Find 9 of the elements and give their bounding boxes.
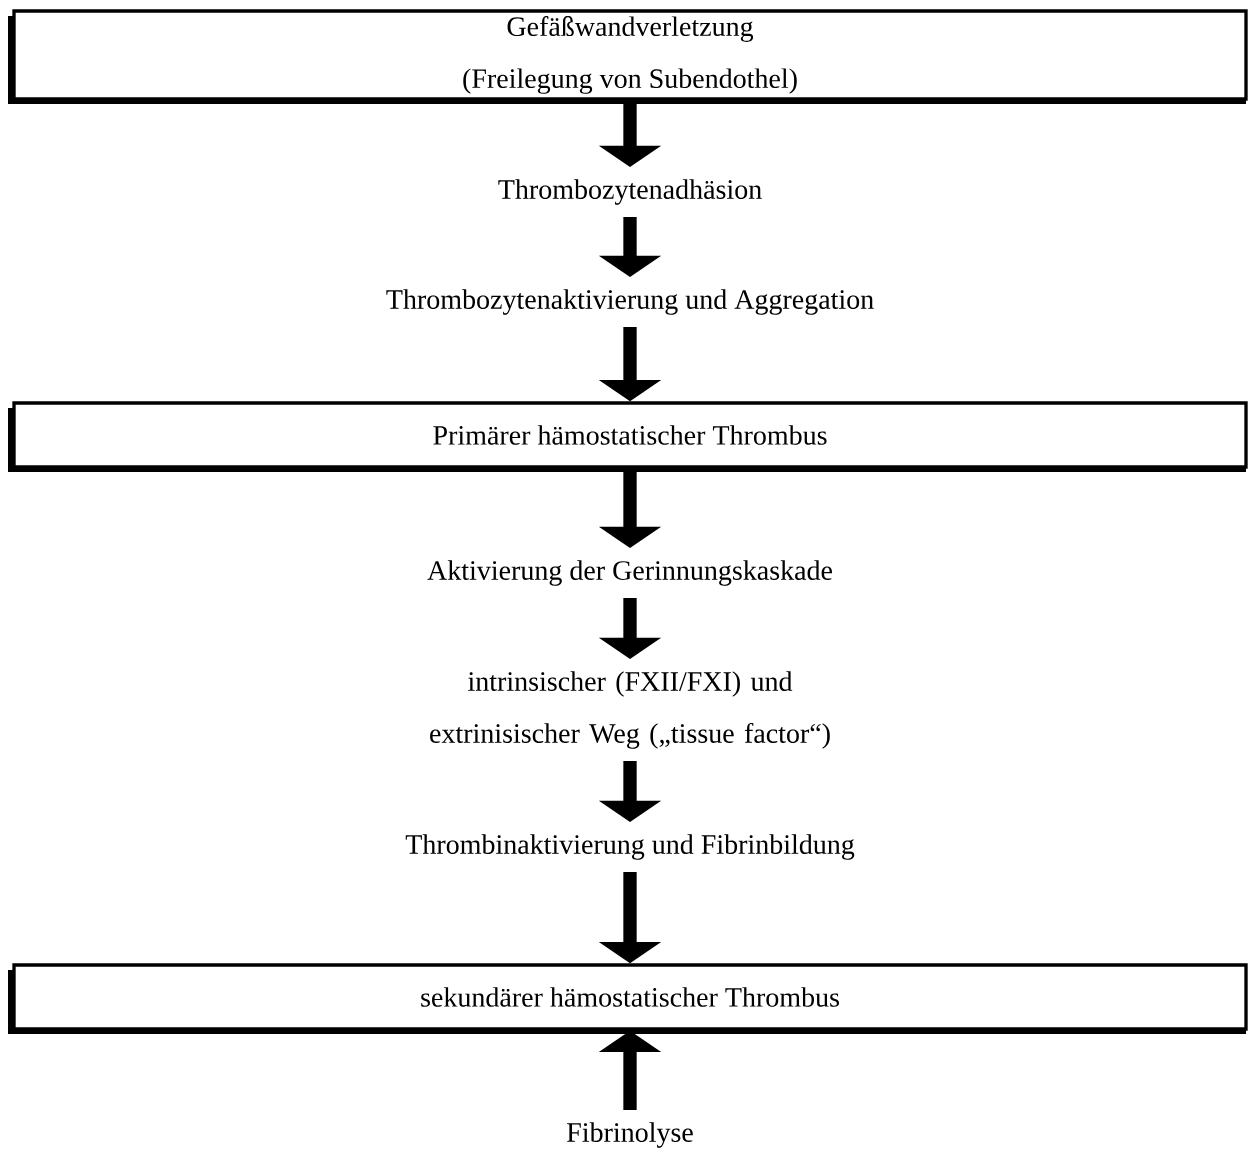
step-text: Thrombinaktivierung und Fibrinbildung: [405, 834, 855, 860]
step-text: Thrombozytenaktivierung und Aggregation: [386, 289, 874, 315]
process-box: Gefäßwandverletzung (Freilegung von Subendothel): [8, 9, 1248, 104]
step-text: Thrombozytenadhäsion: [498, 179, 762, 205]
step-text: intrinsischer (FXII/FXI) und extrinisischer Weg („tissue factor“): [430, 671, 830, 749]
process-box: Primärer hämostatischer Thrombus: [8, 401, 1248, 472]
process-box: sekundärer hämostatischer Thrombus: [8, 963, 1248, 1034]
step-text: Aktivierung der Gerinnungskaskade: [427, 560, 832, 586]
step-text: Fibrinolyse: [567, 1122, 693, 1148]
